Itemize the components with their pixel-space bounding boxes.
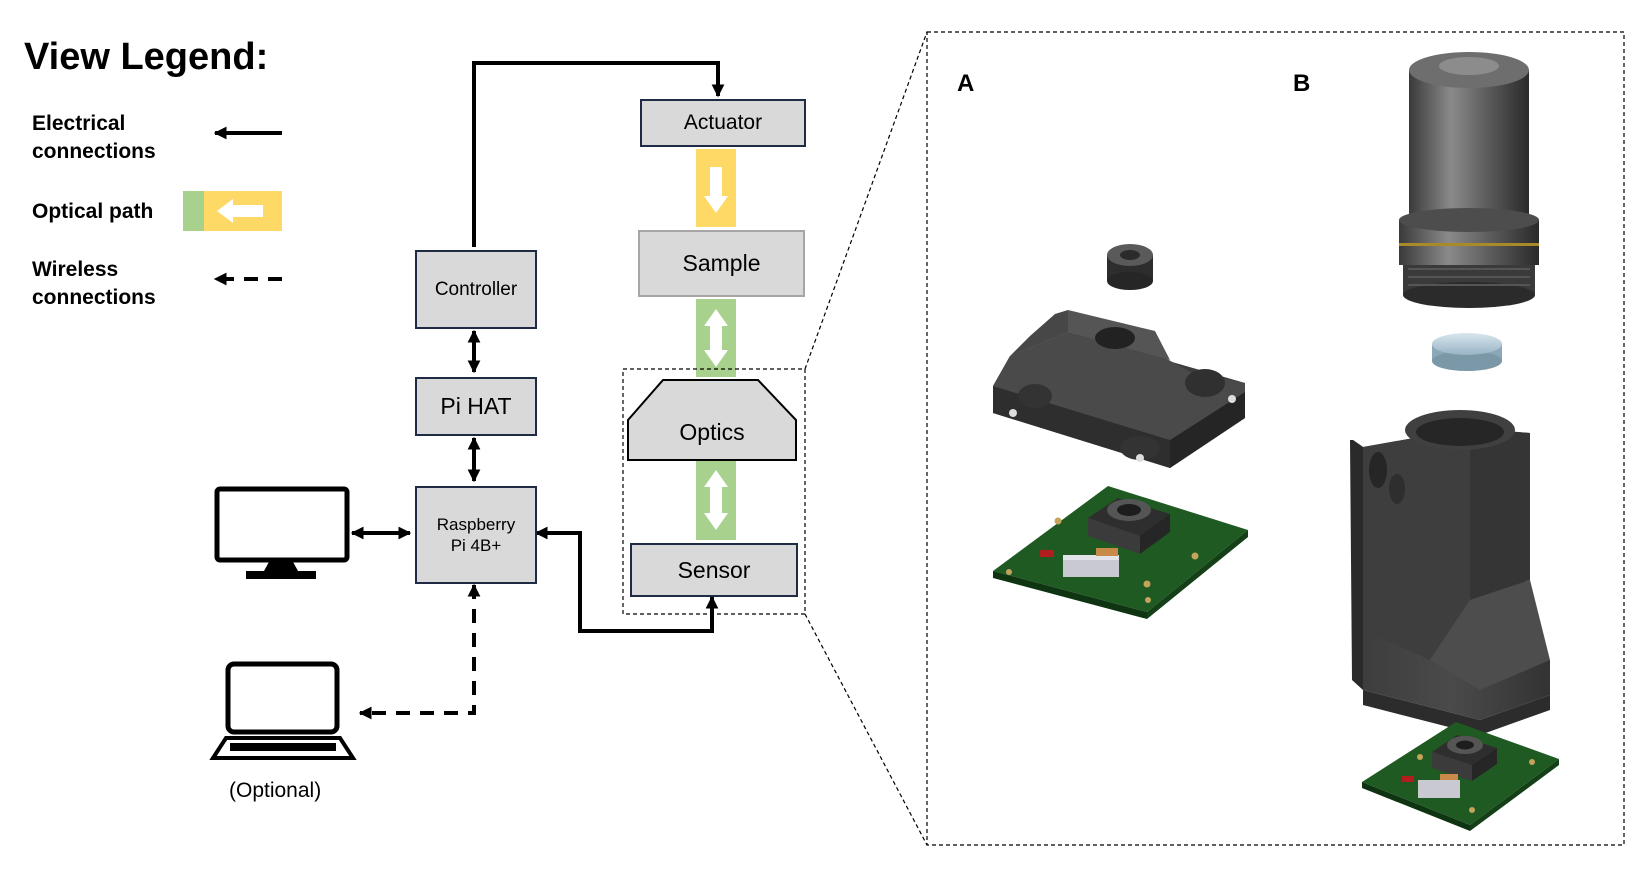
laptop-caption: (Optional) [229, 779, 322, 802]
render-b-sensor-board [1362, 722, 1559, 831]
controller-block: Controller [415, 250, 537, 329]
sample-label: Sample [682, 250, 761, 276]
sensor-block: Sensor [630, 543, 798, 597]
optics-label: Optics [679, 418, 745, 445]
electrical-connections [350, 61, 725, 633]
render-b-objective [1399, 52, 1539, 308]
optical-arrow-optics-sensor [696, 460, 736, 540]
legend-optical-label: Optical path [32, 200, 154, 223]
laptop-icon [209, 661, 357, 760]
optics-label-wrap: Optics [628, 404, 796, 460]
optics-sensor-group-outline [622, 368, 806, 615]
pihat-block: Pi HAT [415, 377, 537, 436]
monitor-icon [214, 486, 350, 579]
raspberry-pi-label: Raspberry Pi 4B+ [436, 515, 516, 555]
render-b-glass-disc [1432, 333, 1502, 371]
controller-to-actuator-wire [472, 61, 725, 247]
legend-title: View Legend: [24, 36, 269, 78]
actuator-label: Actuator [683, 111, 763, 134]
render-a-lens-cap [1107, 244, 1153, 290]
sample-block: Sample [638, 230, 805, 297]
sensor-label: Sensor [677, 556, 751, 583]
render-a-sensor-board [993, 486, 1248, 619]
pihat-label: Pi HAT [440, 393, 512, 419]
panel-b-label: B [1293, 70, 1311, 97]
render-b-assembly [1350, 52, 1559, 831]
optics-block [627, 379, 797, 461]
optical-arrow-sample-optics [696, 299, 736, 377]
wireless-connection [358, 583, 481, 720]
zoom-leader-bottom [804, 613, 928, 846]
raspberry-pi-block: Raspberry Pi 4B+ [415, 486, 537, 584]
optical-arrow-actuator-sample [696, 149, 736, 227]
render-a-mount [993, 310, 1245, 468]
legend-electrical-label: Electrical connections [32, 112, 156, 163]
zoom-leader-top [804, 31, 928, 370]
actuator-block: Actuator [640, 99, 806, 147]
controller-label: Controller [434, 278, 518, 300]
render-panel-frame [926, 31, 1625, 846]
raspberry-to-sensor-wire [534, 526, 719, 633]
legend-wireless-label: Wireless connections [32, 258, 156, 309]
render-b-tube-housing [1350, 410, 1550, 735]
render-a-assembly [993, 244, 1248, 619]
panel-a-label: A [957, 70, 975, 97]
legend-optical-swatch [183, 191, 282, 231]
